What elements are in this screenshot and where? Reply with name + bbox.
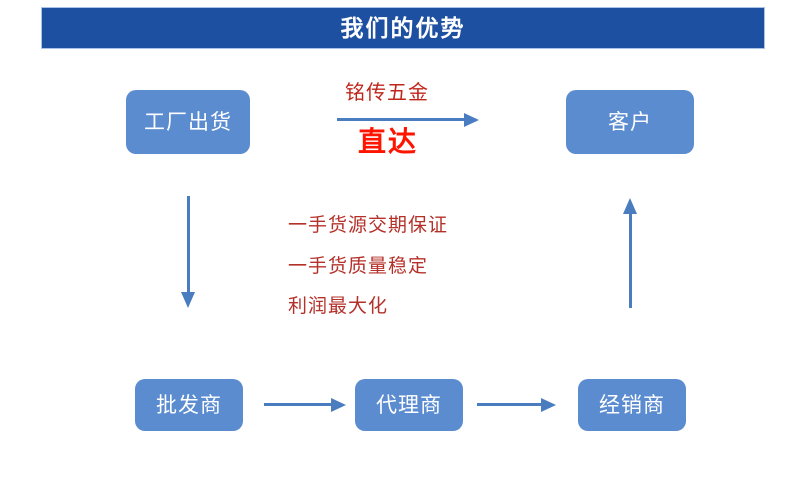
- node-factory-label: 工厂出货: [144, 110, 232, 134]
- arrow-head: [331, 398, 346, 412]
- page-title: 我们的优势: [340, 14, 466, 41]
- node-wholesaler: 批发商: [135, 379, 243, 431]
- arrow-head: [623, 198, 637, 214]
- arrow-right-icon-wholesaler-to-agent: [264, 398, 346, 412]
- arrow-up-icon-distributor-to-customer: [623, 198, 637, 308]
- arrow-shaft: [477, 403, 542, 406]
- arrow-head: [541, 398, 556, 412]
- arrow-head: [464, 113, 479, 127]
- node-wholesaler-label: 批发商: [156, 393, 222, 417]
- arrow-shaft: [629, 212, 632, 308]
- benefit-item: 一手货源交期保证: [288, 215, 449, 236]
- arrow-right-icon-agent-to-distributor: [477, 398, 556, 412]
- arrow-right-icon-factory-to-customer: [337, 113, 479, 127]
- node-customer-label: 客户: [608, 110, 652, 134]
- arrow-shaft: [337, 118, 465, 121]
- direct-shipping-label: 直达: [358, 126, 419, 157]
- node-customer: 客户: [566, 90, 694, 154]
- node-factory: 工厂出货: [126, 90, 250, 154]
- brand-label: 铭传五金: [345, 82, 429, 104]
- node-agent-label: 代理商: [376, 393, 442, 417]
- arrow-head: [181, 292, 195, 308]
- header-banner: 我们的优势: [41, 7, 765, 49]
- node-distributor-label: 经销商: [599, 393, 665, 417]
- node-distributor: 经销商: [578, 379, 686, 431]
- node-agent: 代理商: [355, 379, 463, 431]
- benefit-item: 利润最大化: [288, 296, 389, 317]
- arrow-down-icon-factory-to-wholesaler: [181, 196, 195, 308]
- arrow-shaft: [187, 196, 190, 296]
- benefit-item: 一手货质量稳定: [288, 256, 429, 277]
- arrow-shaft: [264, 403, 332, 406]
